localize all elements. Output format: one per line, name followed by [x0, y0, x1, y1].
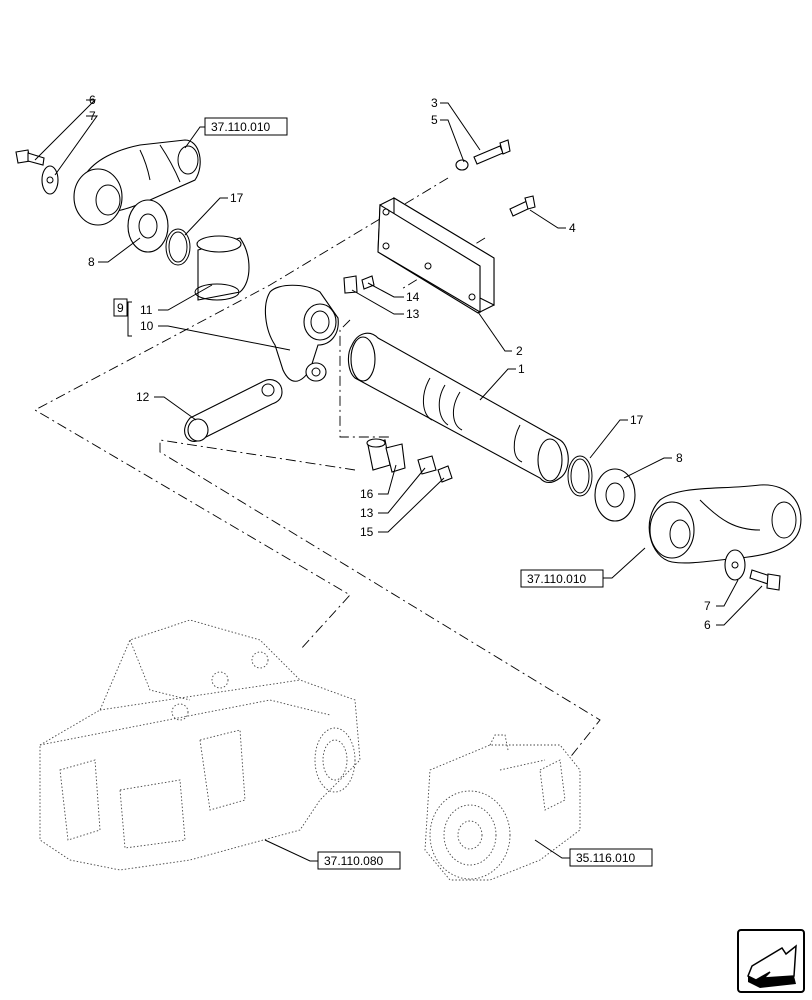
screw-part-14 [343, 275, 375, 294]
link-arm-part-12 [184, 379, 283, 442]
reference-right-label: 37.110.010 [527, 572, 586, 586]
callout-14: 14 [406, 290, 420, 304]
upper-lift-arm-housing [73, 139, 201, 226]
screw-part-15 [437, 465, 453, 483]
callout-8-left: 8 [88, 255, 95, 269]
callout-labels: 6 7 8 17 11 10 12 14 13 2 1 3 5 4 16 13 … [88, 93, 711, 632]
callout-12: 12 [136, 390, 150, 404]
callout-4: 4 [569, 221, 576, 235]
thrust-washer-part-8-left [127, 199, 169, 253]
callout-11: 11 [140, 303, 153, 317]
plate-part-13-lower [417, 455, 437, 475]
reference-pump[interactable]: 35.116.010 [569, 848, 653, 867]
shaft-part-1 [347, 332, 569, 484]
callout-2: 2 [516, 344, 523, 358]
reference-top-label: 37.110.010 [211, 120, 270, 134]
callout-10: 10 [140, 319, 154, 333]
leader-lines [34, 99, 763, 862]
callout-8-right: 8 [676, 451, 683, 465]
bolt-part-3 [455, 139, 511, 171]
callout-15: 15 [360, 525, 374, 539]
callout-17-left: 17 [230, 191, 244, 205]
reference-top[interactable]: 37.110.010 [204, 117, 288, 136]
thrust-washer-part-8-right [594, 468, 636, 522]
callout-17-right: 17 [630, 413, 644, 427]
callout-7-bottom: 7 [704, 599, 711, 613]
callout-3: 3 [431, 96, 438, 110]
lever-part-10 [264, 284, 339, 382]
callout-6-top: 6 [89, 93, 96, 107]
next-page-arrow-icon[interactable] [737, 929, 805, 993]
lift-housing-assembly [39, 619, 361, 871]
washer-part-7-bottom [724, 549, 746, 581]
callout-9: 9 [117, 301, 124, 315]
pin-part-16 [366, 438, 406, 473]
reference-pump-label: 35.116.010 [576, 851, 635, 865]
callout-5: 5 [431, 113, 438, 127]
callout-9-box: 9 [113, 298, 128, 317]
bolt-part-4 [509, 195, 536, 217]
bushing-part-11 [194, 235, 250, 301]
reference-housing-label: 37.110.080 [324, 854, 383, 868]
callout-7-top: 7 [89, 109, 96, 123]
washer-part-7-top [41, 165, 59, 195]
callout-13-lower: 13 [360, 506, 374, 520]
callout-6-bottom: 6 [704, 618, 711, 632]
o-ring-part-17-left [165, 228, 191, 266]
bolt-part-6-top [15, 149, 45, 166]
cover-plate-part-2 [377, 197, 495, 314]
callout-1: 1 [518, 362, 525, 376]
callout-13-upper: 13 [406, 307, 420, 321]
callout-16: 16 [360, 487, 374, 501]
bolt-part-6-bottom [749, 569, 781, 591]
hydraulic-pump-assembly [424, 734, 581, 881]
lower-lift-arm-housing [648, 484, 802, 564]
reference-right[interactable]: 37.110.010 [520, 569, 604, 588]
o-ring-part-17-right [567, 455, 593, 497]
reference-housing[interactable]: 37.110.080 [317, 851, 401, 870]
